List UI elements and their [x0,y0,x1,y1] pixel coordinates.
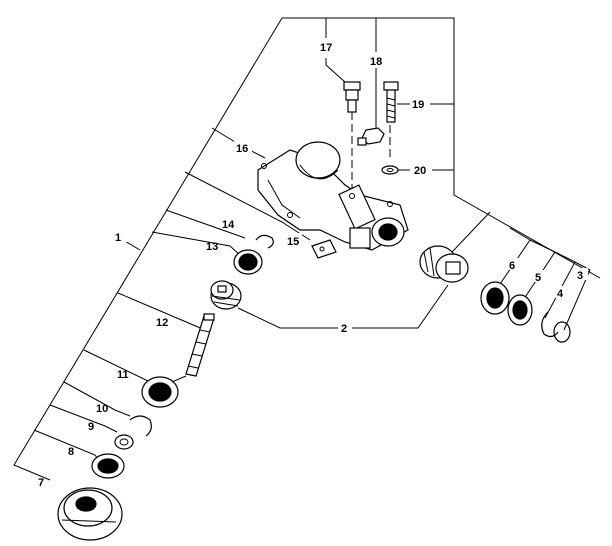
bearing-6 [480,281,510,315]
label-part-18: 18 [370,56,382,68]
label-part-1: 1 [115,232,121,244]
bearing-5 [507,294,533,326]
label-part-15: 15 [287,236,299,248]
label-part-12: 12 [156,317,168,329]
bolt-17 [343,81,361,113]
label-part-4: 4 [557,288,564,300]
label-part-3: 3 [577,270,583,282]
label-part-7: 7 [38,477,44,489]
label-part-16: 16 [236,143,248,155]
bearing-11 [141,375,187,408]
washer-9 [114,434,134,450]
bearing-13 [233,249,263,275]
label-part-17: 17 [320,42,332,54]
label-part-10: 10 [96,403,108,415]
label-part-9: 9 [88,421,94,433]
label-part-11: 11 [117,369,129,381]
circlip-4 [541,311,559,338]
bevel-gear-2-left [210,280,242,310]
label-part-6: 6 [509,260,515,272]
label-part-20: 20 [414,165,426,177]
gear-case-16 [257,141,409,251]
bolt-18 [357,127,385,146]
shaft-12 [185,313,215,377]
washer-20 [381,165,399,175]
circlip-10 [129,415,152,437]
label-part-8: 8 [68,446,74,458]
label-part-14: 14 [222,219,235,231]
label-part-5: 5 [535,272,541,284]
bearing-8 [91,453,125,479]
cover-7 [57,487,123,541]
label-part-2: 2 [341,323,347,335]
bevel-gear-2-right [419,245,469,283]
circlip-3 [553,321,571,343]
bolt-19 [383,81,399,123]
label-part-19: 19 [412,99,424,111]
label-part-13: 13 [206,241,218,253]
part-number-labels: 1 2 3 4 5 6 7 8 9 10 11 12 13 14 15 16 1… [38,39,588,489]
circlip-14 [255,234,274,249]
